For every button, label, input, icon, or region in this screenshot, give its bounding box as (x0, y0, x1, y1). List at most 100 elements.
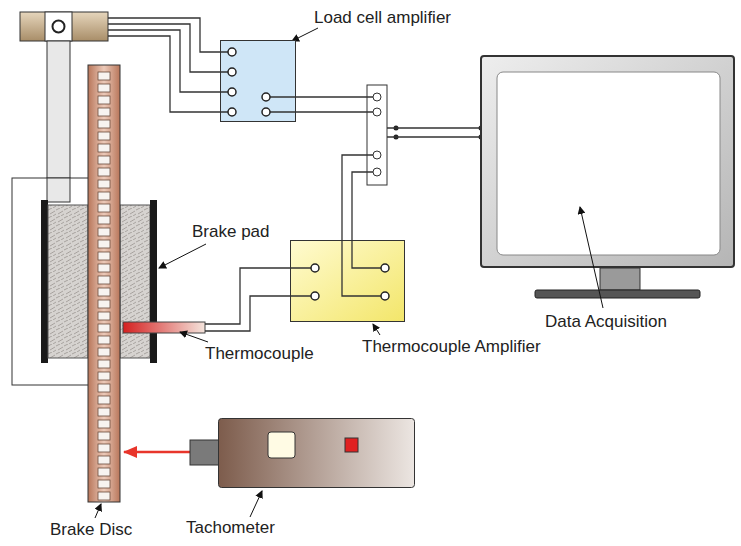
node-label: Data Acquisition (545, 312, 667, 332)
terminal (373, 93, 381, 101)
measure-arrow (124, 451, 190, 454)
disc-vent (98, 456, 110, 464)
thermocouple-wires (205, 268, 290, 331)
part-label: Brake Disc (50, 520, 132, 540)
pad-right (120, 205, 150, 358)
internal-wires (220, 52, 296, 112)
pad-left (48, 205, 88, 358)
tachometer-body (219, 419, 415, 488)
disc-vent (98, 288, 110, 296)
load-cell (20, 12, 108, 41)
disc-vent (98, 120, 110, 128)
disc-vent (98, 408, 110, 416)
load-cell-body (20, 12, 108, 41)
disc-vent (98, 384, 110, 392)
amplifier-body (291, 241, 405, 322)
wire (108, 24, 220, 72)
caliper-arm-joint (47, 178, 70, 202)
disc-vent (98, 132, 110, 140)
monitor-screen (497, 72, 720, 255)
disc-vent (98, 252, 110, 260)
amplifier-box: Thermocouple Amplifier (290, 240, 405, 322)
disc-vent (98, 96, 110, 104)
node-label: Tachometer (186, 518, 275, 538)
disc-vent (98, 300, 110, 308)
disc-vent (98, 432, 110, 440)
terminal-block (367, 85, 484, 185)
disc-vent (98, 84, 110, 92)
monitor-base (535, 290, 700, 298)
terminal (228, 88, 236, 96)
disc-body (88, 65, 120, 502)
amplifier-box: Load cell amplifier (220, 40, 296, 122)
terminal (228, 108, 236, 116)
load-cell-center (45, 12, 72, 41)
disc-vent (98, 144, 110, 152)
terminals (228, 48, 270, 116)
tachometer-device: Tachometer (218, 418, 415, 488)
terminal-strip (367, 85, 387, 185)
disc-vent (98, 420, 110, 428)
monitor-frame (481, 56, 734, 267)
wire (205, 296, 290, 331)
internal-wires (290, 240, 381, 296)
thermocouple-probe (123, 322, 205, 333)
disc-vent (98, 372, 110, 380)
disc-vent (98, 480, 110, 488)
disc-vent (98, 312, 110, 320)
part-label: Brake pad (192, 222, 270, 242)
signal-wire (342, 137, 480, 240)
leader-line (180, 332, 208, 342)
disc-vent (98, 276, 110, 284)
terminals (311, 264, 389, 300)
disc-vent (98, 360, 110, 368)
tachometer-shape (218, 418, 415, 488)
amplifier-shape (290, 240, 405, 322)
wire (220, 52, 296, 112)
wire (108, 36, 220, 112)
brake-disc (88, 65, 120, 502)
disc-vent (98, 324, 110, 332)
disc-vent (98, 348, 110, 356)
leader-line (580, 207, 603, 308)
disc-vent (98, 228, 110, 236)
wire (290, 240, 381, 296)
disc-vent (98, 192, 110, 200)
disc-vent (98, 180, 110, 188)
disc-vent (98, 240, 110, 248)
terminal (262, 108, 270, 116)
leader-line (373, 324, 380, 335)
disc-vent (98, 336, 110, 344)
leader-line (159, 244, 206, 268)
terminal (262, 93, 270, 101)
node-label: Load cell amplifier (314, 8, 451, 28)
node-label: Thermocouple Amplifier (362, 337, 541, 357)
caliper-arm (47, 41, 70, 181)
disc-vent (98, 468, 110, 476)
terminal (228, 68, 236, 76)
backing-plate (41, 200, 48, 363)
load-cell-wires (108, 18, 220, 112)
terminal (381, 264, 389, 272)
disc-vent (98, 444, 110, 452)
disc-vent (98, 396, 110, 404)
amplifier-shape (220, 40, 296, 122)
wire (108, 30, 220, 92)
caliper-body (12, 178, 100, 385)
amplifier-body (221, 41, 296, 122)
signal-wire (296, 97, 480, 128)
tachometer-nozzle (190, 440, 219, 465)
terminal (373, 168, 381, 176)
disc-vent (98, 204, 110, 212)
disc-vent (98, 492, 110, 500)
terminal (311, 292, 319, 300)
disc-vent (98, 72, 110, 80)
tachometer-button (345, 438, 358, 452)
wire (108, 18, 220, 52)
monitor-shape (480, 55, 735, 300)
terminal (381, 292, 389, 300)
tachometer-display (268, 432, 295, 458)
monitor: Data Acquisition (480, 55, 735, 268)
disc-vent (98, 156, 110, 164)
